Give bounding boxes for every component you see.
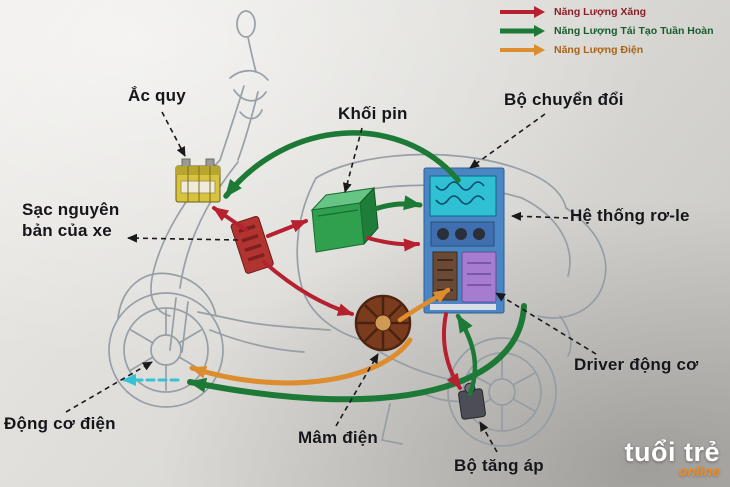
gasoline-arrow-charger-to-stator <box>262 260 354 316</box>
gasoline-arrow-pack-to-panel <box>366 236 420 252</box>
stator-component <box>354 294 412 352</box>
electric-arrow-to-motor <box>189 337 413 386</box>
label-relay-system: Hệ thống rơ-le <box>570 206 690 225</box>
regen-arrow-booster-to-panel <box>455 313 478 397</box>
leader-electric-motor <box>65 361 153 413</box>
regen-arrow-top-arc <box>223 130 461 199</box>
label-battery: Ắc quy <box>128 86 186 105</box>
gasoline-arrow-charger-to-pack <box>266 219 308 238</box>
gasoline-arrow-charger-to-battery <box>212 206 248 232</box>
leader-stator <box>335 353 379 427</box>
converter-panel-component <box>423 167 505 314</box>
leader-battery <box>161 111 186 157</box>
leader-original-charger <box>127 233 239 243</box>
watermark: tuổi trẻ online <box>624 437 721 479</box>
legend-row-gasoline: Năng Lượng Xăng <box>498 6 714 18</box>
leader-relay-system <box>511 211 569 221</box>
leader-motor-driver <box>495 292 597 355</box>
legend-row-electric: Năng Lượng Điện <box>498 44 714 56</box>
legend-label-gasoline: Năng Lượng Xăng <box>554 6 647 18</box>
legend-label-regen: Năng Lượng Tái Tạo Tuần Hoàn <box>554 25 714 37</box>
electric-arrow-stator-to-panel <box>397 287 451 323</box>
label-electric-motor: Động cơ điện <box>4 414 116 433</box>
regen-arrow-icon <box>500 25 545 37</box>
legend-label-electric: Năng Lượng Điện <box>554 44 644 56</box>
gasoline-arrow-panel-to-booster <box>441 312 462 390</box>
battery-pack-component <box>310 186 379 253</box>
label-original-charger: Sạc nguyên bản của xe <box>22 200 120 240</box>
watermark-sub: online <box>678 463 720 479</box>
leader-booster <box>479 421 498 453</box>
regen-arrow-pack-to-panel <box>369 195 423 213</box>
regen-arrow-bottom-arc <box>187 303 527 403</box>
label-motor-driver: Driver động cơ <box>574 355 699 374</box>
label-stator: Mâm điện <box>298 428 379 447</box>
leader-converter <box>469 113 546 169</box>
label-booster: Bộ tăng áp <box>454 456 544 475</box>
gasoline-arrow-icon <box>500 6 545 18</box>
leader-battery-pack <box>342 127 363 193</box>
battery-component <box>175 158 221 203</box>
label-converter: Bộ chuyển đổi <box>504 90 624 109</box>
label-battery-pack: Khối pin <box>338 104 408 123</box>
legend-row-regen: Năng Lượng Tái Tạo Tuần Hoàn <box>498 25 714 37</box>
electric-arrow-icon <box>500 44 545 56</box>
legend: Năng Lượng Xăng Năng Lượng Tái Tạo Tuần … <box>498 6 714 56</box>
watermark-brand: tuổi trẻ <box>624 437 720 468</box>
